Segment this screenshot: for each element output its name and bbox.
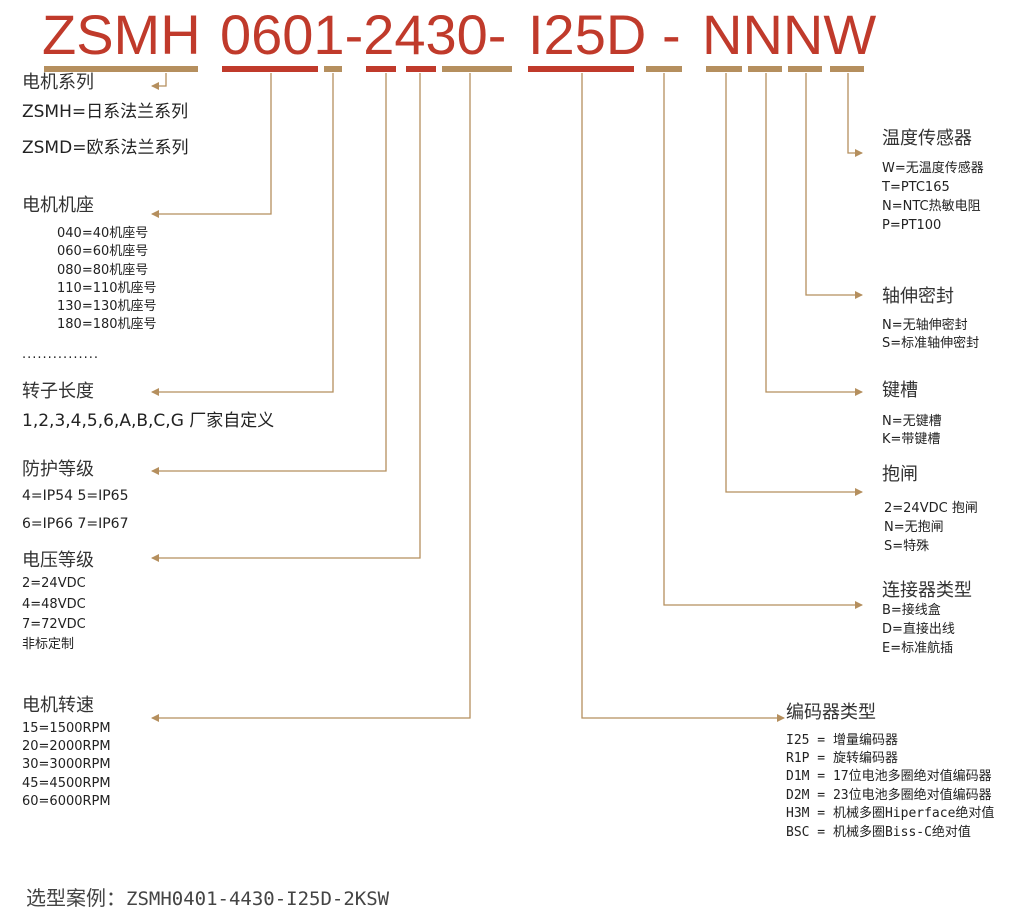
code-encoder: I25D (528, 3, 647, 66)
line-connector (663, 73, 863, 609)
encoder-line: D2M = 23位电池多圈绝对值编码器 (786, 788, 992, 803)
speed-title: 电机转速 (22, 695, 94, 716)
voltage-line: 2=24VDC (22, 576, 86, 591)
code-series: ZSMH (42, 3, 201, 66)
line-encoder (581, 73, 785, 722)
temp-line: P=PT100 (882, 218, 942, 233)
underline-frame (222, 66, 318, 72)
underline-encoder (528, 66, 634, 72)
underline-protection (366, 66, 396, 72)
temp-line: N=NTC热敏电阻 (882, 199, 981, 214)
speed-line: 60=6000RPM (22, 794, 111, 809)
speed-line: 15=1500RPM (22, 721, 111, 736)
code-frame-rotor-voltage: 0601-2430- (220, 3, 507, 66)
underline-temp (830, 66, 864, 72)
frame-line: 130=130机座号 (57, 299, 157, 314)
line-series (151, 73, 167, 90)
voltage-line: 非标定制 (22, 637, 75, 652)
underline-seal (788, 66, 822, 72)
brake-line: 2=24VDC 抱闸 (884, 501, 978, 516)
underline-speed (442, 66, 512, 72)
connector-title: 连接器类型 (882, 580, 972, 601)
underline-key (748, 66, 782, 72)
connector-line: B=接线盒 (882, 603, 941, 618)
key-line: N=无键槽 (882, 414, 942, 429)
rotor-line: 1,2,3,4,5,6,A,B,C,G 厂家自定义 (22, 411, 275, 431)
line-key (765, 73, 863, 396)
line-brake (725, 73, 863, 496)
speed-line: 20=2000RPM (22, 739, 111, 754)
frame-line: 060=60机座号 (57, 244, 149, 259)
line-seal (805, 73, 863, 299)
protection-title: 防护等级 (22, 459, 94, 480)
line-frame (151, 73, 272, 218)
speed-line: 45=4500RPM (22, 776, 111, 791)
connector-line: D=直接出线 (882, 622, 955, 637)
protection-line: 6=IP66 7=IP67 (22, 516, 129, 532)
encoder-line: I25 = 增量编码器 (786, 733, 898, 748)
protection-line: 4=IP54 5=IP65 (22, 488, 129, 504)
encoder-line: H3M = 机械多圈Hiperface绝对值 (786, 806, 995, 821)
encoder-line: D1M = 17位电池多圈绝对值编码器 (786, 769, 992, 784)
temp-title: 温度传感器 (882, 128, 972, 149)
temp-line: W=无温度传感器 (882, 161, 984, 176)
series-line: ZSMH=日系法兰系列 (22, 102, 189, 122)
line-rotor (151, 73, 334, 396)
key-line: K=带键槽 (882, 432, 941, 447)
example-label: 选型案例： (26, 886, 126, 910)
speed-line: 30=3000RPM (22, 757, 111, 772)
line-protection (151, 73, 387, 475)
example: 选型案例：ZSMH0401-4430-I25D-2KSW (26, 884, 389, 913)
temp-line: T=PTC165 (882, 180, 950, 195)
voltage-title: 电压等级 (22, 550, 94, 571)
rotor-title: 转子长度 (22, 381, 94, 402)
underline-brake (706, 66, 742, 72)
connector-line: E=标准航插 (882, 641, 954, 656)
brake-line: S=特殊 (884, 539, 930, 554)
frame-line: 080=80机座号 (57, 263, 149, 278)
code-dash: - (662, 3, 681, 66)
frame-line: 180=180机座号 (57, 317, 157, 332)
series-line: ZSMD=欧系法兰系列 (22, 138, 189, 158)
frame-dots: ............... (22, 347, 99, 362)
encoder-line: R1P = 旋转编码器 (786, 751, 898, 766)
voltage-line: 4=48VDC (22, 597, 86, 612)
seal-line: S=标准轴伸密封 (882, 336, 980, 351)
series-title: 电机系列 (22, 72, 94, 93)
key-title: 键槽 (882, 380, 918, 401)
encoder-line: BSC = 机械多圈Biss-C绝对值 (786, 825, 971, 840)
encoder-title: 编码器类型 (786, 702, 876, 723)
line-speed (151, 73, 471, 722)
seal-title: 轴伸密封 (882, 286, 954, 307)
code-options: NNNW (702, 3, 877, 66)
frame-title: 电机机座 (22, 195, 94, 216)
frame-line: 110=110机座号 (57, 281, 157, 296)
brake-title: 抱闸 (882, 464, 918, 485)
underline-connector (646, 66, 682, 72)
voltage-line: 7=72VDC (22, 617, 86, 632)
line-temp (847, 73, 863, 157)
line-voltage (151, 73, 421, 562)
underline-rotor (324, 66, 342, 72)
frame-line: 040=40机座号 (57, 226, 149, 241)
brake-line: N=无抱闸 (884, 520, 944, 535)
seal-line: N=无轴伸密封 (882, 318, 968, 333)
example-value: ZSMH0401-4430-I25D-2KSW (126, 888, 390, 910)
underline-voltage (406, 66, 436, 72)
underline-series (44, 66, 198, 72)
